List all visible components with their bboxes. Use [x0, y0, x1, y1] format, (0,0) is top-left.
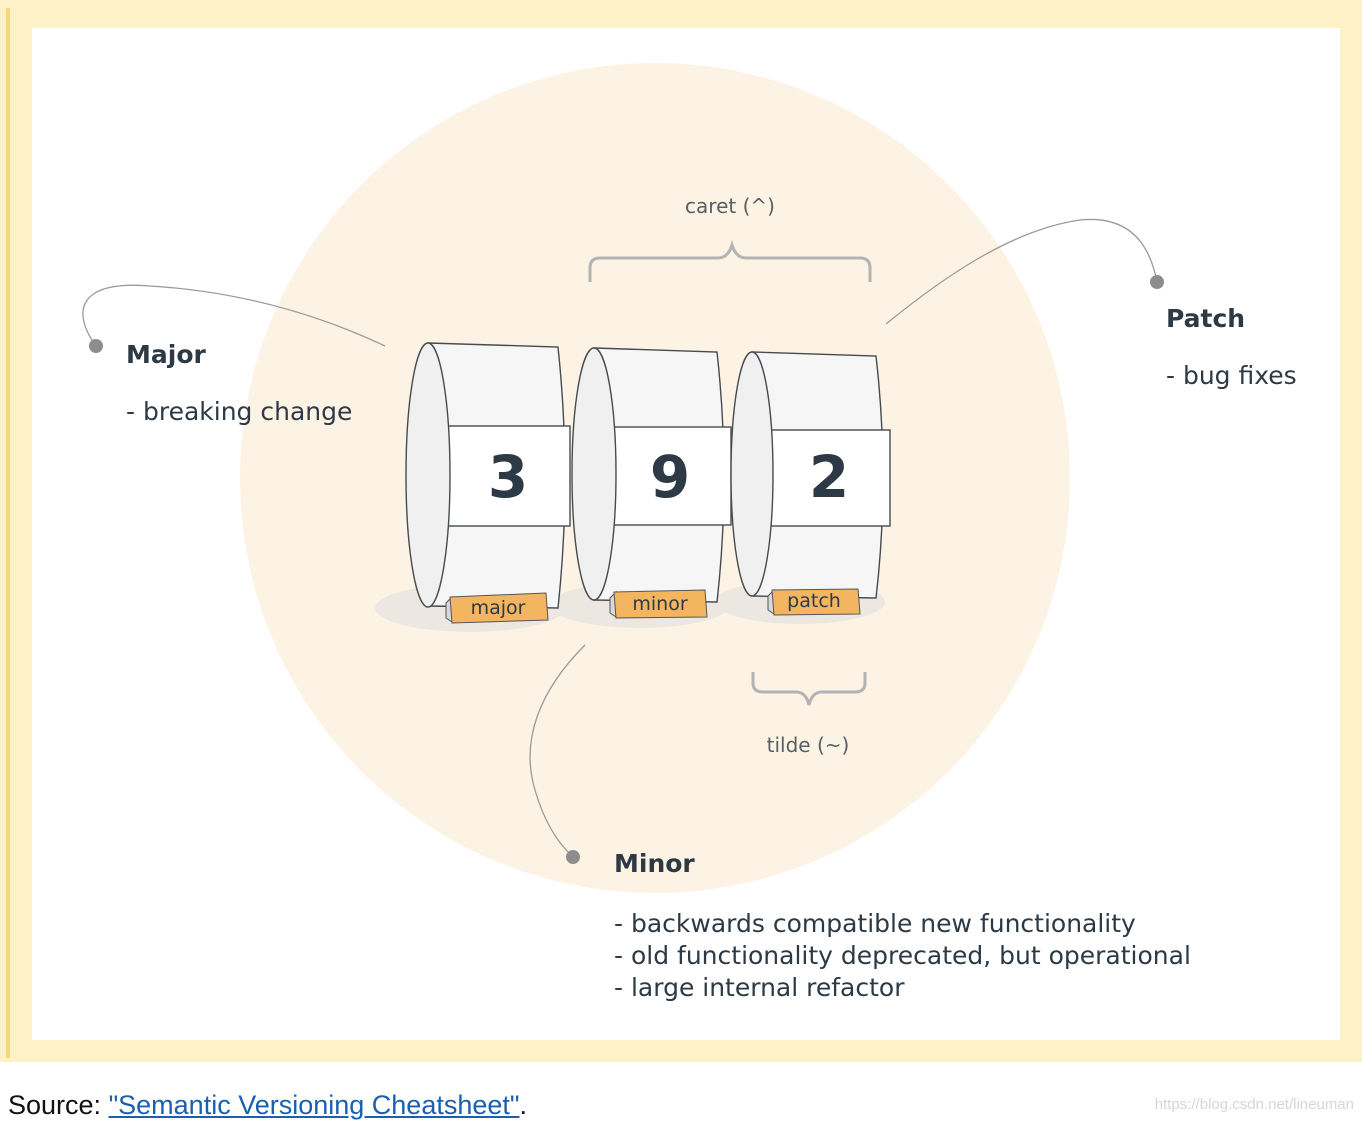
minor-digit: 9 — [650, 443, 690, 511]
major-tag-label: major — [471, 597, 526, 619]
source-footer: Source: "Semantic Versioning Cheatsheet"… — [8, 1090, 527, 1121]
minor-connector-dot — [566, 850, 580, 864]
patch-title: Patch — [1166, 304, 1246, 333]
frame-accent-bar — [6, 8, 10, 1058]
minor-description-line-1: - backwards compatible new functionality — [614, 909, 1136, 938]
minor-connector-line — [529, 644, 586, 858]
major-connector-dot — [89, 339, 103, 353]
major-digit: 3 — [488, 443, 528, 511]
patch-digit: 2 — [809, 443, 849, 511]
tilde-bracket — [751, 672, 867, 706]
major-title: Major — [126, 340, 206, 369]
source-prefix: Source: — [8, 1090, 109, 1120]
source-suffix: . — [519, 1090, 527, 1120]
patch-drum — [730, 351, 891, 599]
minor-drum — [571, 347, 732, 603]
semver-diagram: 3 9 2 major minor patch caret (^) tilde … — [82, 63, 1164, 893]
minor-description-line-2: - old functionality deprecated, but oper… — [614, 941, 1191, 970]
patch-tag-label: patch — [787, 590, 841, 612]
minor-title: Minor — [614, 849, 695, 878]
patch-connector-dot — [1150, 275, 1164, 289]
major-tag — [445, 592, 549, 624]
minor-tag — [609, 589, 708, 619]
source-link[interactable]: "Semantic Versioning Cheatsheet" — [108, 1090, 520, 1120]
patch-connector-line — [885, 218, 1158, 325]
minor-tag-label: minor — [632, 593, 687, 615]
major-connector-line — [82, 284, 386, 347]
major-description: - breaking change — [126, 397, 353, 426]
patch-description: - bug fixes — [1166, 361, 1297, 390]
watermark: https://blog.csdn.net/lineuman — [1154, 1096, 1354, 1113]
tilde-label: tilde (~) — [767, 733, 850, 757]
caret-bracket — [588, 239, 872, 282]
minor-description-line-3: - large internal refactor — [614, 973, 905, 1002]
major-drum — [405, 342, 571, 609]
patch-tag — [767, 588, 861, 616]
caret-label: caret (^) — [685, 194, 775, 218]
